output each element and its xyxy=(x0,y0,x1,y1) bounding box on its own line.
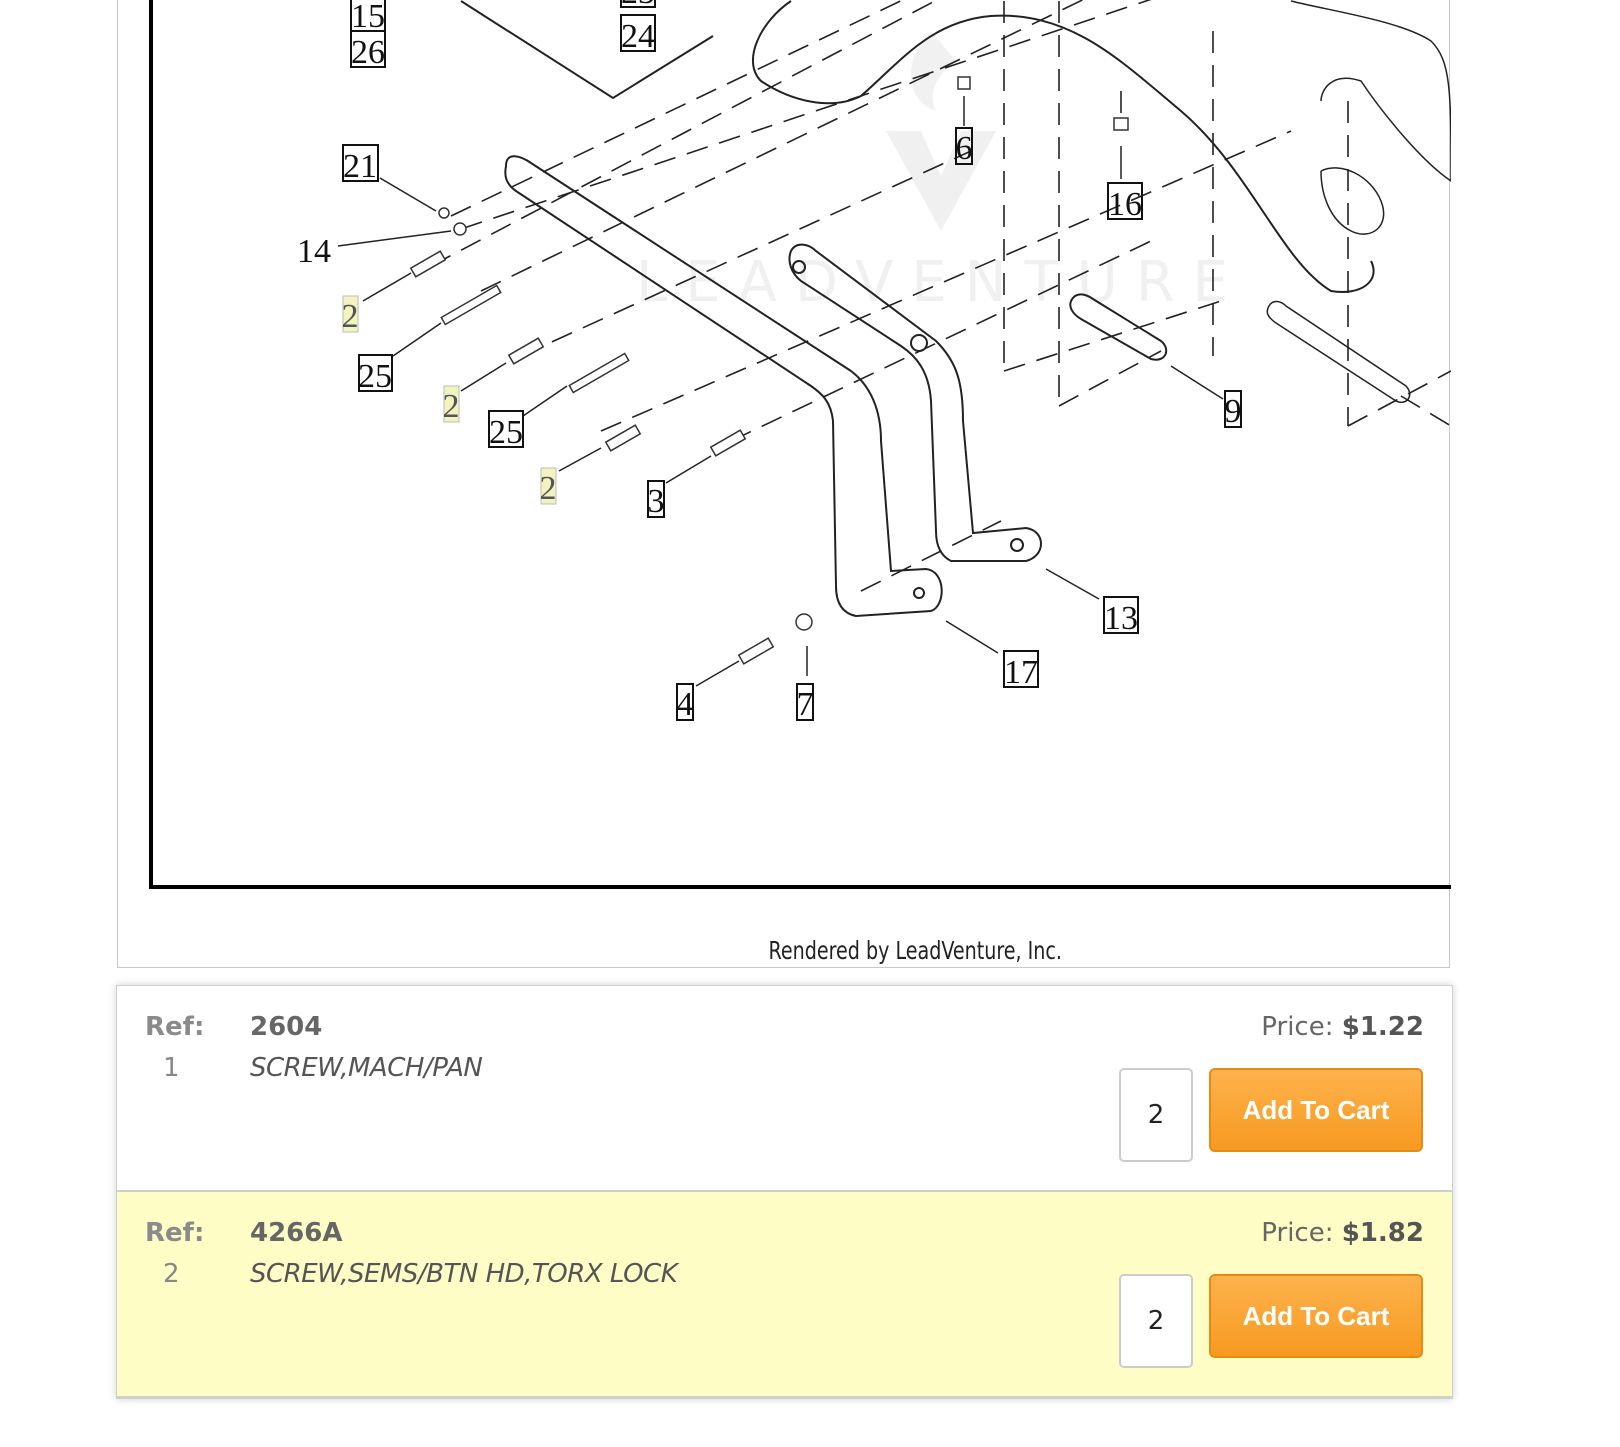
callout-25[interactable]: 25 xyxy=(488,410,524,451)
svg-text:26: 26 xyxy=(351,34,385,71)
svg-text:15: 15 xyxy=(351,0,385,35)
svg-text:9: 9 xyxy=(1225,393,1242,430)
add-to-cart-button[interactable]: Add To Cart xyxy=(1209,1274,1423,1358)
callout-26[interactable]: 26 xyxy=(350,30,386,71)
assembly-dash-lines xyxy=(430,0,1451,592)
svg-text:2: 2 xyxy=(443,388,460,425)
part-description: SCREW,SEMS/BTN HD,TORX LOCK xyxy=(250,1259,678,1289)
callout-2[interactable]: 2 xyxy=(443,385,460,425)
svg-text:6: 6 xyxy=(956,130,973,167)
svg-text:2: 2 xyxy=(342,298,359,335)
svg-text:16: 16 xyxy=(1108,186,1142,223)
callout-2[interactable]: 2 xyxy=(342,295,359,335)
svg-text:4: 4 xyxy=(677,686,694,723)
quantity-input[interactable] xyxy=(1119,1068,1193,1162)
price: Price: $1.82 xyxy=(1261,1218,1424,1248)
price-label: Price: xyxy=(1261,1012,1334,1042)
item-number: 1 xyxy=(163,1053,180,1083)
callout-17[interactable]: 17 xyxy=(1003,650,1039,691)
fasteners xyxy=(409,76,1129,665)
svg-text:21: 21 xyxy=(343,148,377,185)
callout-labels: 15 26 23 24 21 14 2 25 2 25 2 3 6 16 9 1… xyxy=(297,0,1242,723)
callout-25[interactable]: 25 xyxy=(358,354,393,395)
render-credit: Rendered by LeadVenture, Inc. xyxy=(768,936,1062,965)
callout-14[interactable]: 14 xyxy=(297,233,331,270)
svg-text:24: 24 xyxy=(621,18,655,55)
svg-text:14: 14 xyxy=(297,233,331,270)
callout-24[interactable]: 24 xyxy=(620,14,656,55)
callout-16[interactable]: 16 xyxy=(1107,182,1143,223)
price-value: $1.82 xyxy=(1341,1218,1424,1248)
svg-text:13: 13 xyxy=(1104,600,1138,637)
callout-15[interactable]: 15 xyxy=(350,0,386,35)
svg-text:3: 3 xyxy=(648,483,665,520)
price-label: Price: xyxy=(1261,1218,1334,1248)
part-row-highlighted: Ref: 4266A 2 SCREW,SEMS/BTN HD,TORX LOCK… xyxy=(117,1192,1452,1398)
price: Price: $1.22 xyxy=(1261,1012,1424,1042)
callout-6[interactable]: 6 xyxy=(955,127,973,167)
callout-4[interactable]: 4 xyxy=(676,683,694,723)
svg-text:17: 17 xyxy=(1004,654,1038,691)
callout-2[interactable]: 2 xyxy=(540,467,557,507)
item-number: 2 xyxy=(163,1259,180,1289)
ref-label: Ref: xyxy=(145,1218,205,1248)
add-to-cart-button[interactable]: Add To Cart xyxy=(1209,1068,1423,1152)
svg-text:LEADVENTURE: LEADVENTURE xyxy=(636,250,1246,315)
callout-23[interactable]: 23 xyxy=(620,0,656,11)
price-value: $1.22 xyxy=(1341,1012,1424,1042)
ref-number: 4266A xyxy=(250,1218,343,1248)
svg-text:23: 23 xyxy=(621,0,655,11)
callout-21[interactable]: 21 xyxy=(342,144,379,185)
ref-label: Ref: xyxy=(145,1012,205,1042)
exploded-parts-diagram[interactable]: LEADVENTURE xyxy=(118,0,1451,969)
svg-text:25: 25 xyxy=(358,358,392,395)
callout-7[interactable]: 7 xyxy=(796,683,814,723)
watermark-logo: LEADVENTURE xyxy=(636,31,1246,315)
svg-text:2: 2 xyxy=(540,470,557,507)
svg-text:7: 7 xyxy=(797,686,814,723)
leader-lines xyxy=(337,96,1224,687)
callout-9[interactable]: 9 xyxy=(1224,390,1242,430)
callout-3[interactable]: 3 xyxy=(647,480,665,520)
part-description: SCREW,MACH/PAN xyxy=(250,1053,483,1083)
diagram-lines xyxy=(460,0,1451,618)
parts-list: Ref: 2604 1 SCREW,MACH/PAN Price: $1.22 … xyxy=(116,985,1453,1399)
quantity-input[interactable] xyxy=(1119,1274,1193,1368)
svg-text:25: 25 xyxy=(489,414,523,451)
parts-diagram-panel: LEADVENTURE xyxy=(117,0,1451,969)
part-row: Ref: 2604 1 SCREW,MACH/PAN Price: $1.22 … xyxy=(117,986,1452,1192)
ref-number: 2604 xyxy=(250,1012,323,1042)
callout-13[interactable]: 13 xyxy=(1103,596,1139,637)
